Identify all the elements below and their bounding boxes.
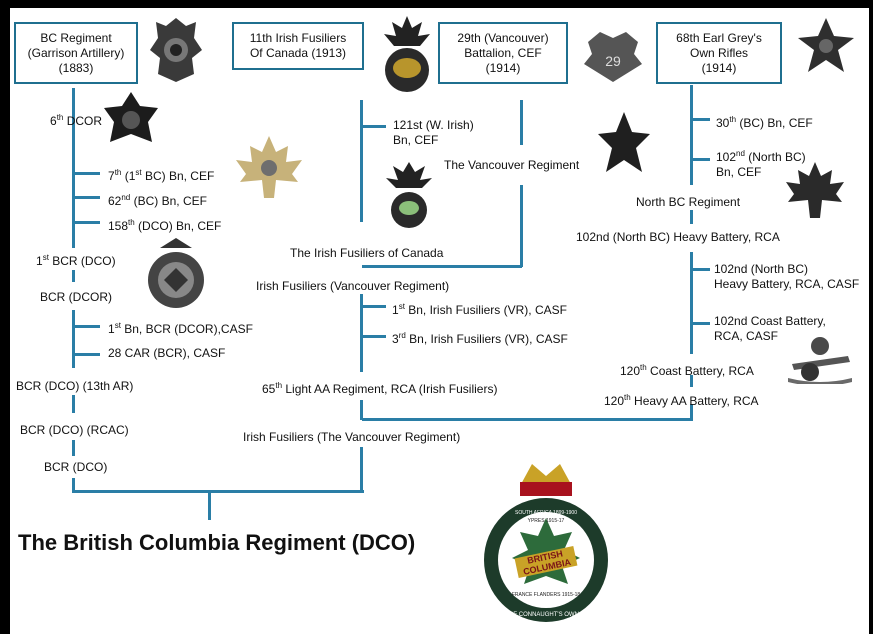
connector-middle-bottom: [360, 447, 363, 491]
connector-irish-fusiliers: [360, 100, 363, 222]
connector-left-28car: [72, 353, 100, 356]
label-62nd-bn: 62nd (BC) Bn, CEF: [108, 193, 207, 208]
connector-121st: [360, 125, 386, 128]
connector-bottom-stem: [208, 490, 211, 520]
irish-fusiliers-grenade-icon: [384, 16, 430, 92]
label-121st-bn: 121st (W. Irish) Bn, CEF: [393, 118, 474, 147]
box-irish-fusiliers: 11th Irish Fusiliers Of Canada (1913): [232, 22, 364, 70]
label-7th-bn: 7th (1st BC) Bn, CEF: [108, 168, 215, 183]
label-bcr-dco: BCR (DCO): [44, 460, 108, 474]
box-bc-regiment-text: BC Regiment (Garrison Artillery) (1883): [27, 30, 125, 75]
label-irish-fusiliers-vancouver: Irish Fusiliers (Vancouver Regiment): [256, 279, 450, 293]
connector-right-down: [690, 404, 693, 420]
1st-bcr-badge-icon: [148, 238, 204, 308]
label-3rd-bn-if: 3rd Bn, Irish Fusiliers (VR), CASF: [392, 331, 568, 346]
label-65th-laa: 65th Light AA Regiment, RCA (Irish Fusil…: [262, 381, 498, 396]
label-102nd-heavy-battery: 102nd (North BC) Heavy Battery, RCA: [576, 230, 780, 244]
label-102nd-coast-battery: 102nd Coast Battery, RCA, CASF: [714, 314, 826, 343]
label-120th-coast-battery: 120th Coast Battery, RCA: [620, 363, 754, 378]
label-28-car: 28 CAR (BCR), CASF: [108, 346, 226, 360]
connector-right-main: [690, 85, 693, 185]
connector-vancouver-regt: [520, 100, 523, 145]
connector-middle-post: [360, 400, 363, 420]
connector-102nd: [690, 158, 710, 161]
connector-middle-ww2: [360, 294, 363, 372]
crest-ypres-honour: YPRES 1915-17: [528, 518, 565, 524]
crest-motto: DUKE OF CONNAUGHT'S OWN RIFLES: [490, 612, 601, 618]
bcr-dco-crest-icon: BRITISH COLUMBIA SOUTH AFRICA 1899-1900 …: [484, 464, 608, 622]
label-30th-bn: 30th (BC) Bn, CEF: [716, 115, 813, 130]
label-bcr-13ar: BCR (DCO) (13th AR): [16, 379, 134, 393]
connector-bottom-left-drop: [72, 478, 75, 492]
connector-right-120: [690, 375, 693, 387]
connector-30th: [690, 118, 710, 121]
connector-right-ww2: [690, 252, 693, 354]
connector-merge-bar: [362, 265, 522, 268]
connector-left-7th: [72, 172, 100, 175]
connector-left-rcac: [72, 440, 75, 456]
irish-fusiliers-grenade-2-icon: [386, 162, 432, 228]
connector-left-13ar: [72, 395, 75, 413]
final-regiment-title: The British Columbia Regiment (DCO): [18, 530, 416, 555]
connector-bottom-bar: [72, 490, 364, 493]
label-irish-fusiliers-of-canada: The Irish Fusiliers of Canada: [290, 246, 444, 260]
svg-text:29: 29: [605, 53, 621, 69]
label-120th-heavy-aa: 120th Heavy AA Battery, RCA: [604, 393, 759, 408]
box-earl-greys-text: 68th Earl Grey's Own Rifles (1914): [676, 30, 762, 75]
connector-left-main: [72, 88, 75, 248]
6th-dcor-badge-icon: [104, 92, 158, 142]
connector-left-1bn: [72, 325, 100, 328]
label-1st-bcr: 1st BCR (DCO): [36, 253, 116, 268]
connector-vancouver-regt-low: [520, 185, 523, 267]
vancouver-regiment-star-icon: [598, 112, 650, 172]
label-6th-dcor: 6th DCOR: [50, 113, 103, 128]
connector-left-62nd: [72, 196, 100, 199]
box-irish-fusiliers-text: 11th Irish Fusiliers Of Canada (1913): [249, 31, 347, 60]
maple-leaf-badge-icon: [236, 136, 302, 198]
label-bcr-dcor: BCR (DCOR): [40, 290, 112, 304]
label-vancouver-regiment: The Vancouver Regiment: [444, 158, 580, 172]
connector-right-merge: [362, 418, 693, 421]
box-earl-greys: 68th Earl Grey's Own Rifles (1914): [656, 22, 782, 84]
north-bc-maple-leaf-icon: [786, 162, 844, 218]
artillery-gun-badge-icon: [788, 337, 852, 384]
label-102nd-bn: 102nd (North BC) Bn, CEF: [716, 149, 806, 179]
bc-regiment-badge-icon: [150, 18, 202, 82]
connector-left-ww2: [72, 310, 75, 368]
connector-1st-if: [360, 305, 386, 308]
earl-greys-badge-icon: [798, 18, 854, 72]
vancouver-battalion-badge-icon: 29: [584, 32, 642, 82]
label-158th-bn: 158th (DCO) Bn, CEF: [108, 218, 222, 233]
label-102nd-heavy-battery-casf: 102nd (North BC) Heavy Battery, RCA, CAS…: [714, 262, 860, 291]
label-bcr-rcac: BCR (DCO) (RCAC): [20, 423, 129, 437]
connector-102cb: [690, 322, 710, 325]
label-1st-bn-if: 1st Bn, Irish Fusiliers (VR), CASF: [392, 302, 567, 317]
crest-top-honour: SOUTH AFRICA 1899-1900: [515, 510, 577, 516]
connector-left-mid: [72, 270, 75, 282]
label-irish-fusiliers-the-vancouver: Irish Fusiliers (The Vancouver Regiment): [243, 430, 461, 444]
box-vancouver-battalion: 29th (Vancouver) Battalion, CEF (1914): [438, 22, 568, 84]
box-bc-regiment: BC Regiment (Garrison Artillery) (1883): [14, 22, 138, 84]
crest-bottom-honour: FRANCE FLANDERS 1915-18: [512, 592, 581, 598]
connector-right-arrow: [690, 210, 693, 224]
box-vancouver-battalion-text: 29th (Vancouver) Battalion, CEF (1914): [457, 30, 549, 75]
label-north-bc-regiment: North BC Regiment: [636, 195, 741, 209]
connector-left-158th: [72, 221, 100, 224]
connector-102hb: [690, 268, 710, 271]
connector-3rd-if: [360, 335, 386, 338]
label-1st-bn-bcr: 1st Bn, BCR (DCOR),CASF: [108, 321, 253, 336]
